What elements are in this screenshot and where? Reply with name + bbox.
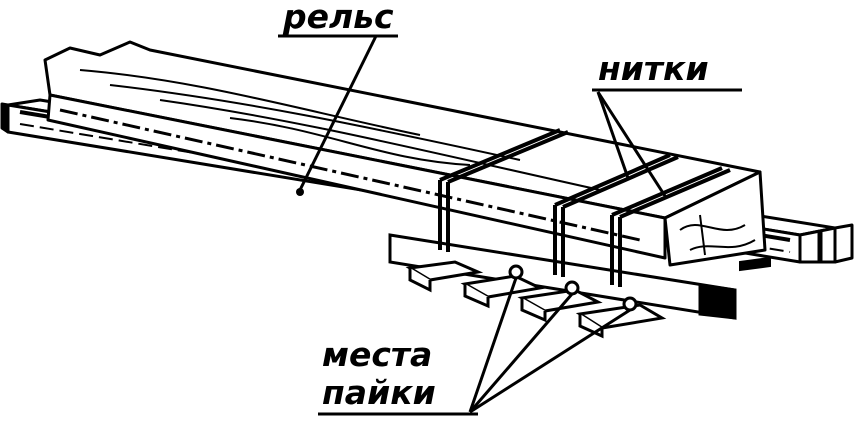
label-threads-text: нитки	[598, 49, 709, 88]
label-solder-leader-1	[468, 277, 518, 413]
thread-binding-3	[610, 166, 731, 287]
label-rail-pointer-dot	[296, 188, 304, 196]
label-rail: рельс	[278, 0, 398, 196]
label-threads-leader-2	[596, 91, 667, 197]
sleeper-1	[405, 260, 484, 282]
label-rail-leader	[298, 35, 378, 191]
label-solder-leader-3	[469, 308, 631, 414]
label-solder-line2: пайки	[322, 373, 436, 412]
board-end-face	[663, 170, 767, 267]
solder-point-2	[564, 280, 580, 296]
thread-binding-1	[438, 128, 569, 252]
sleeper-2	[460, 274, 545, 299]
thread-binding-2	[553, 153, 679, 277]
solder-point-1	[508, 264, 524, 280]
solder-point-3	[622, 296, 638, 312]
label-solder-line1: места	[322, 335, 432, 374]
label-solder-points: места пайки	[318, 277, 631, 416]
thread-bindings	[438, 128, 731, 287]
rail-left-end	[0, 102, 10, 134]
label-solder-leader-2	[468, 293, 574, 413]
label-threads: нитки	[592, 49, 742, 197]
label-threads-leader-1	[596, 91, 630, 179]
wooden-board	[43, 40, 767, 267]
label-rail-text: рельс	[282, 0, 394, 36]
